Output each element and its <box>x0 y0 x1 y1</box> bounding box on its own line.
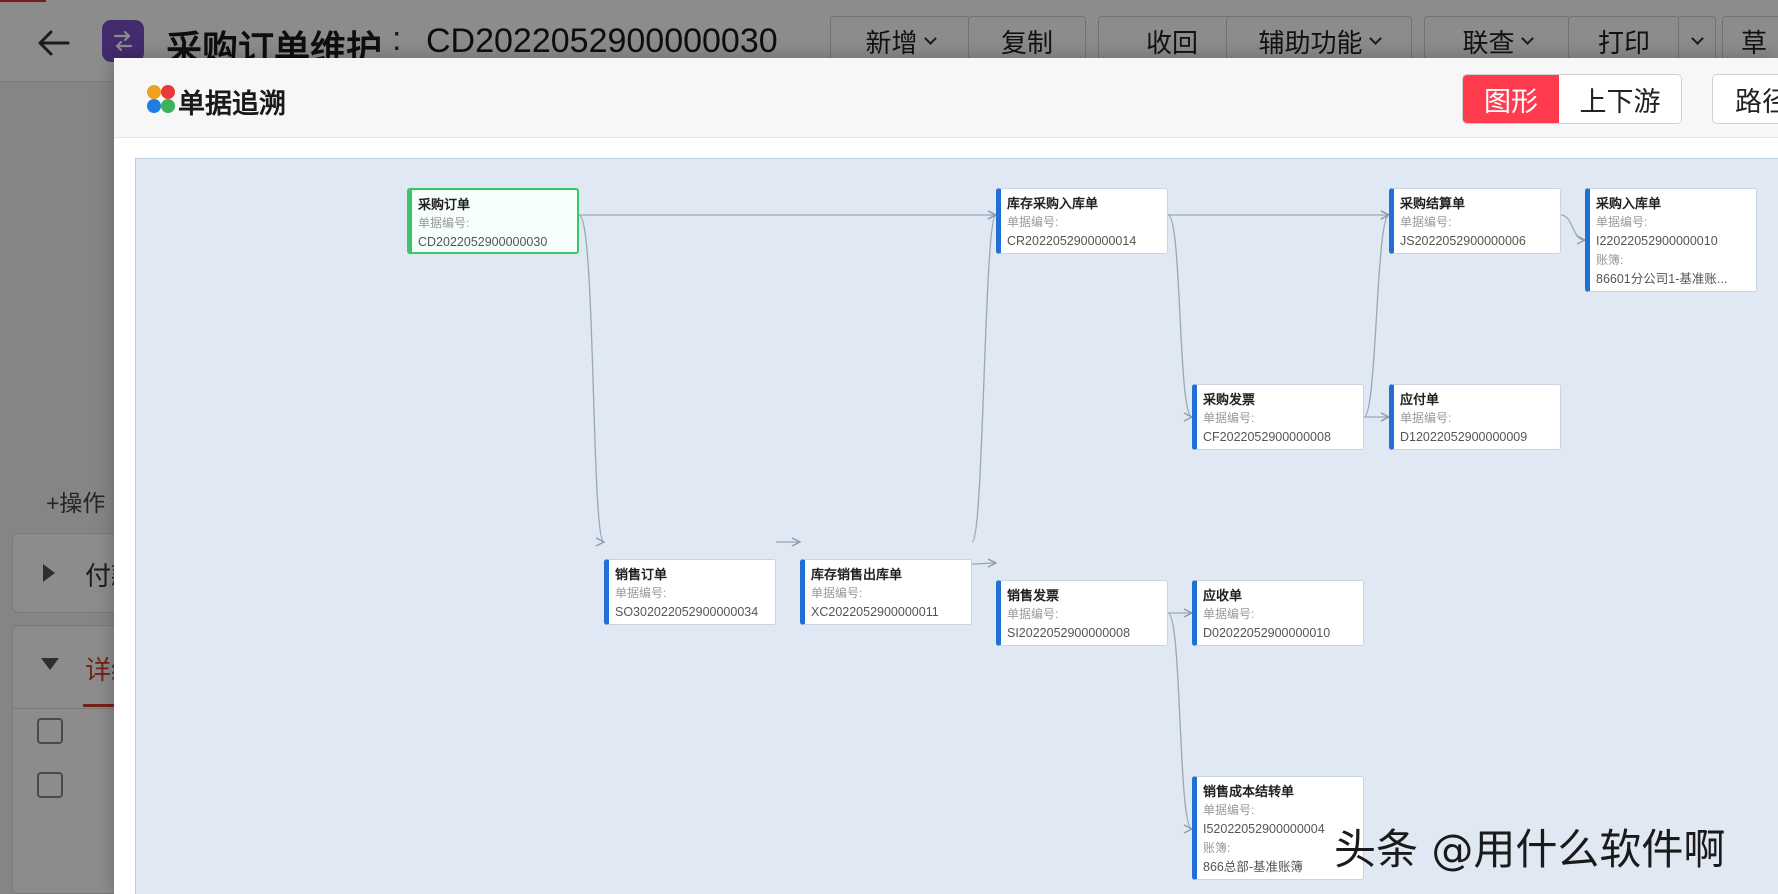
operation-link[interactable]: +操作 <box>46 490 106 516</box>
node-title: 应收单 <box>1203 588 1243 603</box>
chevron-down-icon <box>923 31 937 45</box>
node-purchase-settlement[interactable]: 采购结算单 单据编号: JS2022052900000006 <box>1389 188 1561 254</box>
edge-xc-cr <box>971 215 996 543</box>
draft-button[interactable]: 草 <box>1722 16 1778 66</box>
node-field-value: CR2022052900000014 <box>1007 234 1137 248</box>
edge-cf-js <box>1363 215 1389 418</box>
node-field-value: JS2022052900000006 <box>1400 234 1526 248</box>
node-field-value: CF2022052900000008 <box>1203 430 1331 444</box>
node-title: 采购入库单 <box>1596 196 1662 211</box>
node-field-value: XC2022052900000011 <box>811 605 939 619</box>
node-accounts-payable[interactable]: 应付单 单据编号: D12022052900000009 <box>1389 384 1561 450</box>
node-field-value: SO302022052900000034 <box>615 605 759 619</box>
node-field-value: D02022052900000010 <box>1203 626 1331 640</box>
node-title: 库存销售出库单 <box>811 567 903 582</box>
node-ledger-label: 账簿: <box>1203 841 1231 855</box>
tab-updown[interactable]: 上下游 <box>1559 75 1681 123</box>
divider <box>13 708 213 709</box>
node-field-label: 单据编号: <box>1203 803 1255 817</box>
edge-po-so <box>578 214 604 542</box>
node-purchase-order[interactable]: 采购订单 单据编号: CD2022052900000030 <box>407 188 579 254</box>
chevron-down-icon <box>1520 31 1534 45</box>
node-stock-purchase-receipt[interactable]: 库存采购入库单 单据编号: CR2022052900000014 <box>996 188 1168 254</box>
view-switch: 图形 上下游 <box>1462 74 1682 124</box>
node-field-value: SI2022052900000008 <box>1007 626 1131 640</box>
tab-graph[interactable]: 图形 <box>1463 75 1559 123</box>
node-sales-invoice[interactable]: 销售发票 单据编号: SI2022052900000008 <box>996 580 1168 646</box>
node-purchase-invoice[interactable]: 采购发票 单据编号: CF2022052900000008 <box>1192 384 1364 450</box>
recall-button-label: 收回 <box>1145 27 1198 58</box>
row-checkbox[interactable] <box>37 718 63 744</box>
node-field-label: 单据编号: <box>1007 215 1059 229</box>
node-field-label: 单据编号: <box>615 586 667 600</box>
new-button-label: 新增 <box>865 27 918 58</box>
node-ledger-value: 86601分公司1-基准账... <box>1596 272 1728 286</box>
trace-graph-edges <box>578 159 1778 894</box>
node-field-label: 单据编号: <box>1007 607 1059 621</box>
detail-tab-underline <box>83 704 123 707</box>
node-field-label: 单据编号: <box>811 586 863 600</box>
node-field-label: 单据编号: <box>1400 411 1452 425</box>
modal-header: 单据追溯 图形 上下游 路径 <box>114 58 1778 138</box>
node-field-label: 单据编号: <box>1400 215 1452 229</box>
assist-button-label: 辅助功能 <box>1258 27 1363 58</box>
node-title: 销售发票 <box>1007 588 1060 603</box>
edge-xc-si <box>971 563 996 564</box>
node-ledger-label: 账簿: <box>1596 253 1624 267</box>
node-field-label: 单据编号: <box>418 216 470 230</box>
node-field-label: 单据编号: <box>1203 411 1255 425</box>
node-field-label: 单据编号: <box>1203 607 1255 621</box>
node-stock-sales-issue[interactable]: 库存销售出库单 单据编号: XC2022052900000011 <box>800 559 972 625</box>
row-checkbox[interactable] <box>37 772 63 798</box>
node-sales-order[interactable]: 销售订单 单据编号: SO302022052900000034 <box>604 559 776 625</box>
node-field-value: D12022052900000009 <box>1400 430 1528 444</box>
collapse-icon[interactable] <box>41 658 59 670</box>
back-button[interactable] <box>32 22 74 64</box>
trace-graph-canvas[interactable]: 采购订单 单据编号: CD2022052900000030 库存采购入库单 单据… <box>135 158 1778 894</box>
print-button[interactable]: 打印 <box>1568 16 1680 66</box>
tab-path[interactable]: 路径 <box>1712 74 1778 124</box>
node-field-value: CD2022052900000030 <box>418 235 548 249</box>
node-purchase-receipt[interactable]: 采购入库单 单据编号: I22022052900000010 账簿: 86601… <box>1585 188 1757 292</box>
assist-button[interactable]: 辅助功能 <box>1226 16 1412 66</box>
print-button-label: 打印 <box>1597 27 1650 58</box>
node-title: 采购订单 <box>418 197 471 212</box>
arrow-left-icon <box>38 30 70 56</box>
active-indicator <box>0 0 46 2</box>
purchase-order-app-icon <box>102 20 144 62</box>
node-title: 销售成本结转单 <box>1203 784 1295 799</box>
node-title: 销售订单 <box>615 567 668 582</box>
node-title: 应付单 <box>1400 392 1440 407</box>
modal-title: 单据追溯 <box>178 89 286 119</box>
edge-js-ir <box>1560 214 1585 240</box>
copy-button-label: 复制 <box>1000 27 1053 58</box>
trace-modal: 单据追溯 图形 上下游 路径 采购订单 单据编号: CD202205290000… <box>114 58 1778 894</box>
node-title: 采购发票 <box>1203 392 1256 407</box>
title-separator: : <box>392 20 402 58</box>
print-dropdown-button[interactable] <box>1678 16 1716 66</box>
node-accounts-receivable[interactable]: 应收单 单据编号: D02022052900000010 <box>1192 580 1364 646</box>
chevron-down-icon <box>1368 31 1382 45</box>
expand-icon[interactable] <box>43 564 55 582</box>
node-title: 库存采购入库单 <box>1007 196 1099 211</box>
draft-button-label: 草 <box>1741 27 1768 58</box>
node-sales-cost-carryover[interactable]: 销售成本结转单 单据编号: I52022052900000004 账簿: 866… <box>1192 776 1364 880</box>
chevron-down-icon <box>1690 31 1704 45</box>
linked-query-button-label: 联查 <box>1462 27 1515 58</box>
node-field-value: I22022052900000010 <box>1596 234 1718 248</box>
node-field-label: 单据编号: <box>1596 215 1648 229</box>
trace-logo-icon <box>146 84 178 116</box>
watermark-text: 头条 @用什么软件啊 <box>1334 825 1726 874</box>
document-number: CD2022052900000030 <box>426 22 778 60</box>
node-title: 采购结算单 <box>1400 196 1466 211</box>
edge-cr-cf <box>1167 214 1192 417</box>
linked-query-button[interactable]: 联查 <box>1424 16 1570 66</box>
edge-si-is <box>1167 612 1192 829</box>
